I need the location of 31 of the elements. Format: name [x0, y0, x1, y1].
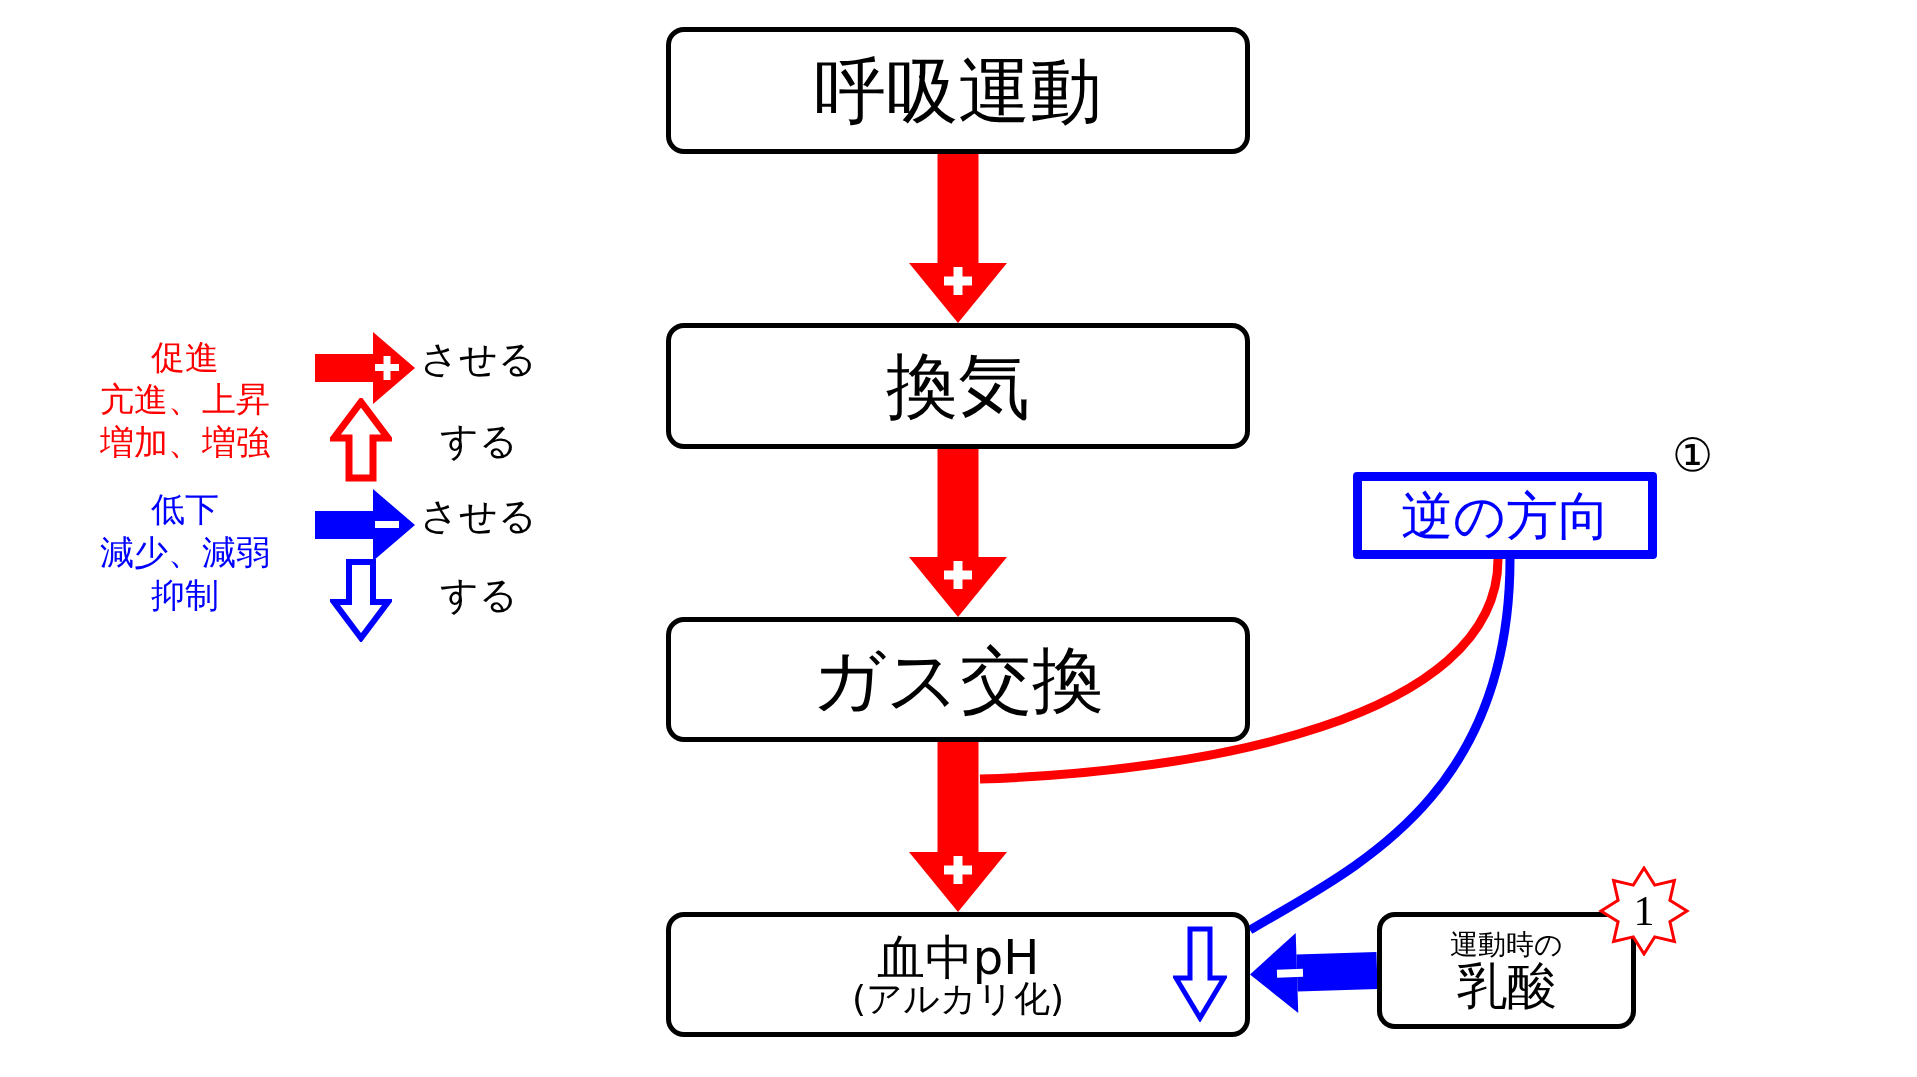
block-arrow — [909, 154, 1007, 323]
node-label: 換気 — [886, 350, 1030, 422]
callout-number: ① — [1672, 432, 1714, 478]
block-arrow — [909, 742, 1007, 912]
legend-term: 促進 — [150, 340, 220, 374]
process-box — [666, 912, 1250, 1037]
legend-text: する — [440, 573, 518, 617]
callout-number: 1 — [1633, 890, 1655, 932]
legend-term: 亢進、上昇 — [99, 382, 271, 416]
legend-text: する — [440, 419, 518, 463]
node-label: 逆の方向 — [1400, 489, 1610, 542]
note-box — [1353, 472, 1657, 559]
node-label: 呼吸運動 — [814, 54, 1102, 127]
connector-line — [1247, 558, 1515, 934]
process-box — [1377, 912, 1636, 1029]
process-box — [666, 617, 1250, 742]
starburst — [1598, 866, 1690, 956]
node-label: 乳酸 — [1456, 960, 1557, 1011]
connector-line — [979, 558, 1503, 784]
block-arrow — [1250, 933, 1378, 1013]
legend-term: 減少、減弱 — [99, 535, 271, 569]
node-label: 運動時の — [1450, 930, 1563, 961]
legend-term: 低下 — [150, 492, 220, 526]
node-label: ガス交換 — [812, 643, 1104, 716]
legend-text: させる — [420, 494, 537, 538]
process-box — [666, 323, 1250, 449]
block-arrow — [909, 449, 1007, 617]
legend-term: 抑制 — [150, 578, 220, 612]
legend-term: 増加、増強 — [99, 425, 271, 459]
legend-text: させる — [420, 337, 537, 381]
process-box — [666, 27, 1250, 154]
